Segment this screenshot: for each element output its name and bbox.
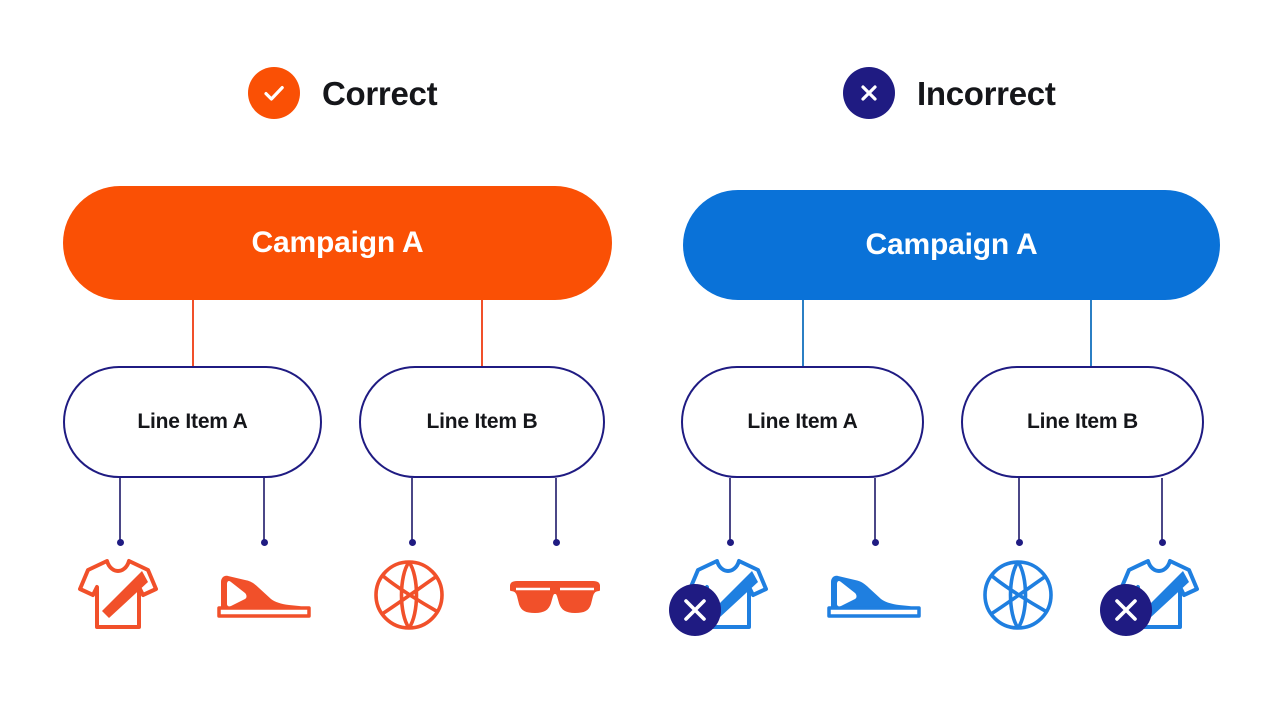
connector-dot-5 [727, 539, 734, 546]
product-icon-basketball-incorrect-7[interactable] [981, 558, 1055, 632]
connector-lineitem-to-product-2 [263, 478, 265, 542]
lineitem-pill-incorrect-b[interactable]: Line Item B [961, 366, 1204, 478]
flag-x-badge-icon [1100, 584, 1152, 636]
lineitem-label: Line Item A [137, 410, 248, 433]
x-circle-icon [843, 67, 895, 119]
legend-correct: Correct [248, 67, 438, 119]
connector-lineitem-to-product-6 [874, 478, 876, 542]
campaign-pill-incorrect[interactable]: Campaign A [683, 190, 1220, 300]
connector-campaign-to-lineitem-b-right [1090, 300, 1092, 366]
product-icon-tshirt-correct-1[interactable] [76, 556, 160, 632]
connector-dot-3 [409, 539, 416, 546]
connector-dot-7 [1016, 539, 1023, 546]
check-circle-icon [248, 67, 300, 119]
product-icon-basketball-correct-3[interactable] [372, 558, 446, 632]
lineitem-pill-correct-a[interactable]: Line Item A [63, 366, 322, 478]
connector-lineitem-to-product-8 [1161, 478, 1163, 542]
connector-campaign-to-lineitem-a-right [802, 300, 804, 366]
connector-lineitem-to-product-3 [411, 478, 413, 542]
connector-campaign-to-lineitem-b-left [481, 300, 483, 366]
product-icon-tshirt-incorrect-8[interactable] [1100, 556, 1201, 636]
lineitem-label: Line Item B [426, 410, 538, 433]
connector-dot-2 [261, 539, 268, 546]
connector-lineitem-to-product-1 [119, 478, 121, 542]
legend-correct-label: Correct [322, 74, 438, 112]
product-icon-tshirt-incorrect-5[interactable] [669, 556, 770, 636]
product-icon-sunglasses-correct-4[interactable] [507, 578, 603, 616]
connector-lineitem-to-product-7 [1018, 478, 1020, 542]
legend-incorrect: Incorrect [843, 67, 1056, 119]
campaign-label: Campaign A [865, 228, 1038, 261]
connector-campaign-to-lineitem-a-left [192, 300, 194, 366]
connector-dot-1 [117, 539, 124, 546]
connector-lineitem-to-product-4 [555, 478, 557, 542]
lineitem-pill-incorrect-a[interactable]: Line Item A [681, 366, 924, 478]
lineitem-label: Line Item A [747, 410, 858, 433]
product-icon-sneaker-correct-2[interactable] [215, 568, 311, 620]
connector-dot-6 [872, 539, 879, 546]
connector-lineitem-to-product-5 [729, 478, 731, 542]
lineitem-pill-correct-b[interactable]: Line Item B [359, 366, 605, 478]
flag-x-badge-icon [669, 584, 721, 636]
campaign-pill-correct[interactable]: Campaign A [63, 186, 612, 300]
lineitem-label: Line Item B [1027, 410, 1138, 433]
connector-dot-4 [553, 539, 560, 546]
product-icon-sneaker-incorrect-6[interactable] [825, 568, 921, 620]
connector-dot-8 [1159, 539, 1166, 546]
legend-incorrect-label: Incorrect [917, 74, 1056, 112]
campaign-label: Campaign A [251, 226, 424, 259]
